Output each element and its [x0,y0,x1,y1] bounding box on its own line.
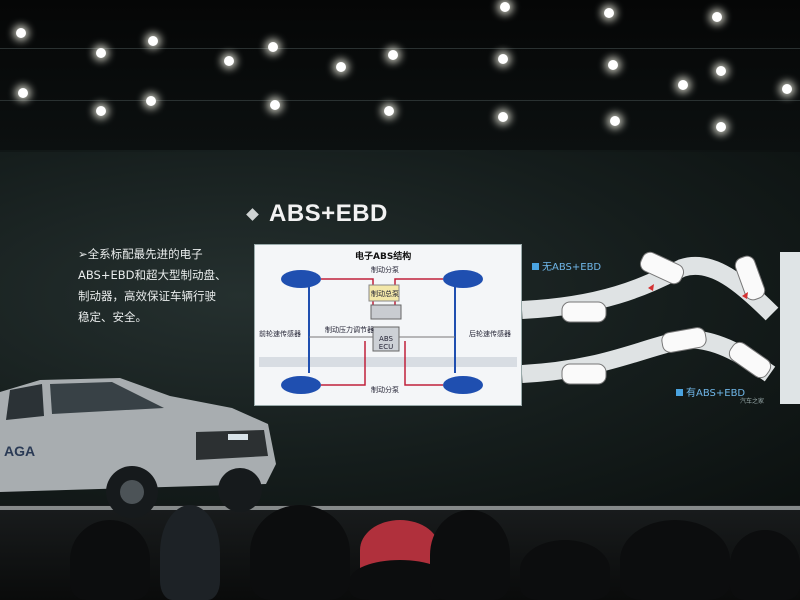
spotlight [716,66,726,76]
wheel-front-right-icon [281,376,321,394]
brake-line [394,278,443,305]
spotlight [146,96,156,106]
spotlight [388,50,398,60]
square-bullet-icon [676,389,683,396]
audience-member [250,505,350,600]
slide-title: ABS+EBD [246,200,388,228]
truck-headlight [228,434,248,440]
truck-badge: AGA [4,443,35,459]
slide-bullet: ➢全系标配最先进的电子 ABS+EBD和超大型制动盘、 制动器，高效保证车辆行驶… [78,244,248,328]
label-brake-split-bottom: 制动分泵 [371,386,399,394]
audience-member [730,530,800,600]
slide-title-text: ABS+EBD [269,200,388,227]
truck-wheel-icon [218,468,262,512]
label-without-abs: 无ABS+EBD [532,258,601,273]
spotlight [500,2,510,12]
truck-window [6,384,44,420]
adjacent-screen [780,252,800,404]
truck-grille [196,430,268,460]
brake-line [404,341,443,386]
spotlight [18,88,28,98]
audience-member [620,520,730,600]
car-top-view-icon [561,363,607,385]
abs-structure-diagram: 电子ABS结构 制动分泵 制动总泵 制动压力调节器 ABS ECU 前轮速传感器… [254,244,522,406]
wheel-front-left-icon [281,270,321,288]
wheel-rear-left-icon [443,270,483,288]
stage-ceiling [0,0,800,150]
label-ecu: ABS ECU [378,335,394,351]
spotlight [336,62,346,72]
truck-hub-icon [120,480,144,504]
car-top-view-icon [734,255,766,301]
audience-member [430,510,510,600]
spotlight [148,36,158,46]
audience-member [520,540,610,600]
road-without-abs [522,256,779,321]
master-cylinder-box [368,284,400,302]
light-truss [0,100,800,101]
pressure-regulator-box [370,304,402,320]
spotlight [712,12,722,22]
spotlight [782,84,792,94]
photographer [160,505,220,600]
label-master-cylinder: 制动总泵 [371,290,399,298]
stage-edge [0,506,800,510]
label-brake-split-top: 制动分泵 [371,266,399,274]
abs-ecu-box [372,326,400,352]
spotlight [268,42,278,52]
wheel-rear-right-icon [443,376,483,394]
road-comparison [522,251,779,385]
abs-diagram-drawing [259,270,517,394]
car-top-view-icon [728,341,772,379]
truck-windshield [50,382,164,414]
audience-member [70,520,150,600]
chassis-rail [259,357,517,367]
brake-line [321,278,374,305]
spotlight [608,60,618,70]
diagram-title: 电子ABS结构 [355,252,412,262]
label-with-abs-text: 有ABS+EBD [686,388,746,399]
source-watermark: 汽车之家 [740,398,765,405]
label-front-sensor: 前轮速传感器 [259,330,301,338]
spotlight [224,56,234,66]
label-with-abs: 有ABS+EBD [676,384,745,399]
spotlight [96,48,106,58]
spotlight [270,100,280,110]
spotlight [716,122,726,132]
spotlight [16,28,26,38]
brake-line [321,341,366,386]
spotlight [678,80,688,90]
light-truss [0,48,800,49]
spotlight [498,54,508,64]
spotlight [96,106,106,116]
car-top-view-icon [661,327,707,353]
bullet-line: ➢全系标配最先进的电子 [78,247,203,261]
spotlight [498,112,508,122]
spotlight [384,106,394,116]
label-rear-sensor: 后轮速传感器 [469,330,511,338]
label-without-abs-text: 无ABS+EBD [542,262,602,273]
car-top-view-icon [639,251,685,285]
bullet-line: ABS+EBD和超大型制动盘、 [78,268,227,282]
pickup-truck: AGA [0,378,276,518]
bullet-line: 制动器，高效保证车辆行驶 [78,289,216,303]
diamond-icon [246,208,259,222]
spotlight [610,116,620,126]
spotlight [604,8,614,18]
bullet-line: 稳定、安全。 [78,310,147,324]
car-top-view-icon [561,301,607,323]
label-pressure-regulator: 制动压力调节器 [325,326,374,334]
square-bullet-icon [532,263,539,270]
